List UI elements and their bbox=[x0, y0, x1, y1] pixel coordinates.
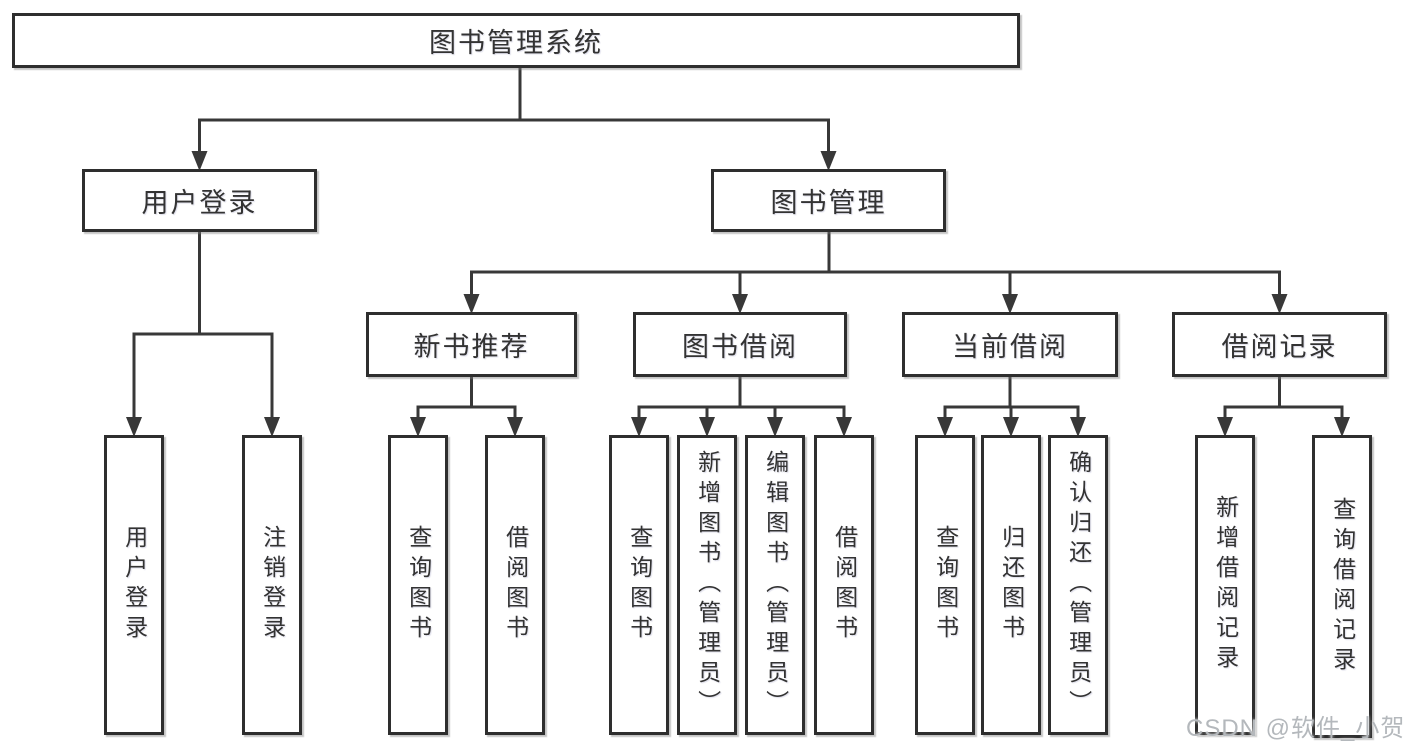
diagram-node-leaf-bb-borrow: 借阅图书 bbox=[814, 435, 874, 735]
connector-arrowhead bbox=[1002, 294, 1018, 314]
diagram-node-borrow-record: 借阅记录 bbox=[1172, 312, 1387, 377]
connector-arrowhead bbox=[1217, 417, 1233, 437]
connector-arrowhead bbox=[937, 417, 953, 437]
connector-arrowhead bbox=[463, 294, 480, 314]
connector-arrowhead bbox=[126, 417, 142, 437]
diagram-node-current-borrow: 当前借阅 bbox=[902, 312, 1118, 377]
connector-arrowhead bbox=[1334, 417, 1350, 437]
connector-arrowhead bbox=[191, 151, 208, 171]
diagram-node-leaf-logout: 注销登录 bbox=[242, 435, 302, 735]
diagram-node-leaf-nb-borrow: 借阅图书 bbox=[485, 435, 545, 735]
connector-arrowhead bbox=[264, 417, 280, 437]
connector-arrowhead bbox=[767, 417, 783, 437]
connector-arrowhead bbox=[820, 151, 837, 171]
connector-arrowhead bbox=[699, 417, 715, 437]
diagram-node-new-book: 新书推荐 bbox=[366, 312, 577, 377]
diagram-node-leaf-br-add: 新增借阅记录 bbox=[1195, 435, 1255, 735]
diagram-node-book-mgmt: 图书管理 bbox=[711, 169, 946, 232]
diagram-node-leaf-cb-return: 归还图书 bbox=[981, 435, 1041, 735]
diagram-node-leaf-br-query: 查询借阅记录 bbox=[1312, 435, 1372, 738]
diagram-node-leaf-user-login: 用户登录 bbox=[104, 435, 164, 735]
connector-arrowhead bbox=[631, 417, 647, 437]
diagram-node-leaf-bb-query: 查询图书 bbox=[609, 435, 669, 735]
connector-arrowhead bbox=[1003, 417, 1019, 437]
diagram-node-leaf-bb-edit: 编辑图书（管理员） bbox=[745, 435, 805, 735]
connector-arrowhead bbox=[1070, 417, 1086, 437]
diagram-node-leaf-nb-query: 查询图书 bbox=[388, 435, 448, 735]
diagram-node-root: 图书管理系统 bbox=[12, 13, 1020, 68]
diagram-node-book-borrow: 图书借阅 bbox=[633, 312, 847, 377]
diagram-node-user-login: 用户登录 bbox=[82, 169, 317, 232]
diagram-node-leaf-cb-query: 查询图书 bbox=[915, 435, 975, 735]
connector-arrowhead bbox=[836, 417, 852, 437]
diagram-node-leaf-bb-add: 新增图书（管理员） bbox=[677, 435, 737, 735]
connector-arrowhead bbox=[507, 417, 523, 437]
connector-arrowhead bbox=[732, 294, 748, 314]
connector-arrowhead bbox=[1271, 294, 1288, 314]
diagram-node-leaf-cb-confirm: 确认归还（管理员） bbox=[1048, 435, 1108, 735]
watermark: CSDN @软件_小贺同学 bbox=[1186, 715, 1405, 742]
connector-arrowhead bbox=[410, 417, 426, 437]
